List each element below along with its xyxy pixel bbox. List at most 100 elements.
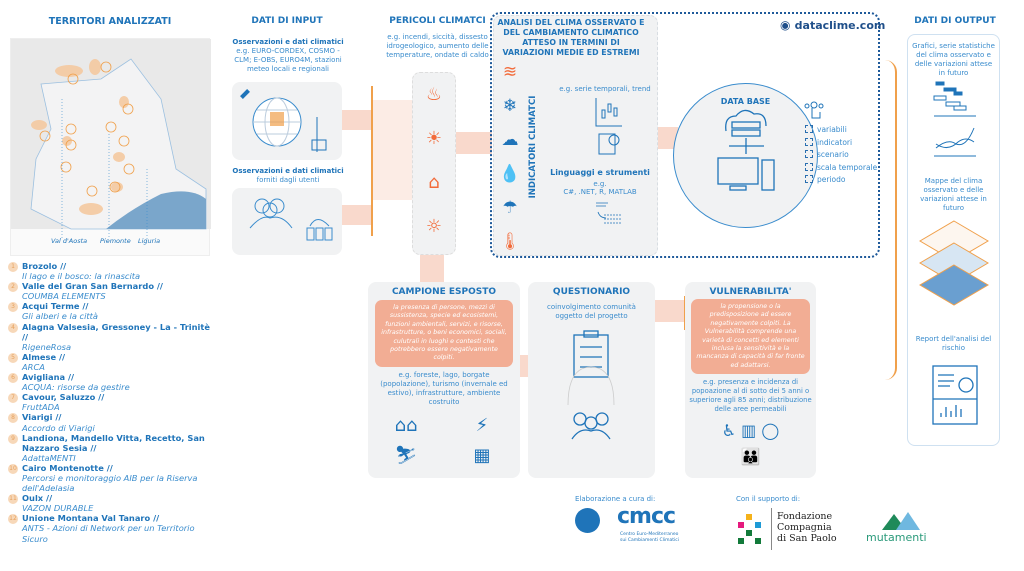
mutamenti-logo: mutamenti [866,531,927,544]
territory-project: Percorsi e monitoraggio AIB per la Riser… [22,472,198,494]
output-bracket [885,60,897,380]
clipboard-people-icon [567,330,615,440]
cmcc-sub2: sui Cambiamenti Climatici [620,538,679,543]
territory-number: 6 [8,373,18,384]
territory-name: Valle del Gran San Bernardo // [22,281,163,292]
lang-eg: e.g. [593,180,607,188]
territory-number: 8 [8,413,18,424]
connector [342,205,372,225]
indicator-icons: ≋❄☁💧☂🌡 [499,55,521,259]
territory-number: 5 [8,352,18,363]
territory-name: Almese // [22,351,66,362]
cmcc-logo-icon [575,508,600,533]
db-option-indicatori[interactable]: indicatori [805,137,877,150]
database-circle: DATA BASE [673,83,818,228]
territory-name: Oulx // [22,493,53,504]
questionario-title: QUESTIONARIO [552,287,631,297]
dataclime-logo-icon: ◉ [780,18,795,32]
lang-text: C#, .NET, R, MATLAB [563,188,637,196]
territory-project: ARCA [22,361,45,372]
db-option-label: periodo [817,175,846,184]
layered-maps-icon [919,220,989,306]
territory-item: 5 Almese //ARCA [8,352,218,372]
vulnerabilita-title: VULNERABILITA' [709,287,792,297]
territory-number: 12 [8,514,18,525]
db-option-periodo[interactable]: periodo [805,174,877,187]
power-pylon-icon: ⚡ [475,414,489,436]
houses-icon: ⌂⌂ [394,414,418,436]
dataclime-logo-text: dataclime.com [794,19,886,32]
map-label-piemonte: Piemonte [100,237,131,245]
territory-project: COUMBA ELEMENTS [22,291,106,302]
input-user-text: forniti dagli utenti [256,176,320,184]
questionario-text: coinvolgimento comunità oggetto del prog… [547,303,636,320]
bracket-line [371,86,373,236]
db-option-label: scenario [817,150,849,159]
territory-number: 4 [8,322,18,333]
checkbox-icon[interactable] [805,150,813,158]
checkbox-icon[interactable] [805,137,813,146]
territori-map: Val d'Aosta Piemonte Liguria [10,38,211,256]
territory-item: 10 Cairo Montenotte //Percorsi e monitora… [8,463,218,493]
connector [420,255,444,283]
checkbox-icon[interactable] [805,162,813,171]
input-obs-text: e.g. EURO-CORDEX, COSMO - CLM; E-OBS, EU… [234,47,342,73]
input-user-box [232,188,342,255]
territory-name: Alagna Valsesia, Gressoney - La - Trinit… [22,321,210,342]
territory-number: 2 [8,282,18,293]
elderly-building-icon: ♿ ▥ ◯ [721,421,780,441]
series-text: e.g. serie temporali, trend [559,85,651,93]
humidity-drop-icon: 💧 [499,164,521,184]
db-option-variabili[interactable]: variabili [805,124,877,137]
territory-number: 7 [8,393,18,404]
checkbox-icon[interactable] [805,125,813,133]
campione-panel: CAMPIONE ESPOSTO la presenza di persone,… [368,282,520,478]
territory-project: VAZON DURABLE [22,503,94,514]
fondazione-line: Fondazione [777,511,833,522]
cmcc-logo: cmcc [617,504,676,529]
credits-by: Elaborazione a cura di: [575,495,656,503]
pericoli-icons: ♨☀⌂☼ [412,72,456,255]
code-conversion-icon [596,202,622,224]
db-option-label: scala temporale [817,162,878,172]
campione-icons: ⌂⌂⚡⛷▦ [368,411,520,471]
territory-name: Landiona, Mandello Vitta, Recetto, San N… [22,432,205,453]
server-computer-icon [717,109,775,191]
fondazione-line: di San Paolo [777,533,837,544]
territory-project: Il lago e il bosco: la rinascita [22,271,141,282]
mutamenti-logo-icon [882,512,920,530]
connector [655,300,685,322]
connector [520,355,528,377]
territory-name: Unione Montana Val Tanaro // [22,513,160,524]
db-option-scenario[interactable]: scenario [805,149,877,162]
output-panel: Grafici, serie statistiche del clima oss… [907,34,1000,446]
gantt-line-chart-icon [933,81,976,157]
cloud-snow-icon: ☁ [501,130,519,150]
hand-touch-icon [804,101,824,119]
connector [373,100,413,200]
territory-name: Cairo Montenotte // [22,462,113,473]
db-option-label: variabili [817,125,847,134]
vulnerabilita-icons: ♿ ▥ ◯👪 [685,418,816,470]
output-graphs-text: Grafici, serie statistiche del clima oss… [912,42,995,77]
db-option-scala-temporale[interactable]: scala temporale [805,162,877,175]
territory-number: 10 [8,463,18,474]
divider [771,508,772,550]
territori-title: TERRITORI ANALIZZATI [48,16,172,27]
questionario-panel: QUESTIONARIO coinvolgimento comunità ogg… [528,282,655,478]
territory-project: Accordo di Viarigi [22,422,95,433]
output-report-text: Report dell'analisi del rischio [915,335,992,352]
map-label-liguria: Liguria [138,237,161,245]
map-label-valdaosta: Val d'Aosta [51,237,88,245]
checkbox-icon[interactable] [805,175,813,183]
building-icon: ▦ [473,444,491,466]
map-graphic [11,39,211,239]
input-obs-box [232,82,342,160]
